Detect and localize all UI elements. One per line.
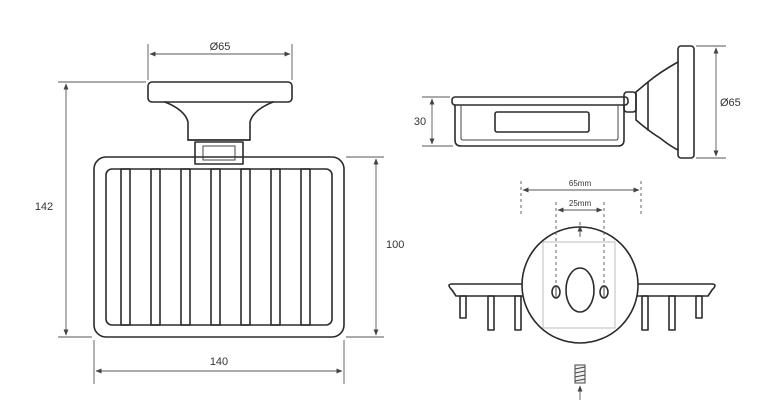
side-wall-plate xyxy=(677,45,695,159)
front-width-label: 140 xyxy=(210,356,228,368)
front-diameter-label: Ø65 xyxy=(210,41,231,53)
side-view: 30 Ø65 xyxy=(414,45,741,159)
dim-mount-spacing: 65mm xyxy=(520,179,642,214)
mount-inner-label: 25mm xyxy=(569,199,592,208)
mount-center-slot xyxy=(565,267,595,313)
dim-basket-height: 100 xyxy=(346,156,404,338)
side-clamp xyxy=(623,91,637,113)
mount-guide-box xyxy=(542,241,616,329)
front-basket-bars xyxy=(120,168,311,326)
dim-front-diameter: Ø65 xyxy=(147,41,293,80)
side-tray-body xyxy=(454,104,625,147)
front-clamp xyxy=(194,141,244,165)
side-depth-label: 30 xyxy=(414,116,426,128)
front-height-label: 142 xyxy=(35,201,53,213)
dim-front-width: 140 xyxy=(93,340,345,384)
front-wall-plate xyxy=(147,81,293,103)
front-bracket-neck xyxy=(164,101,274,141)
side-diameter-label: Ø65 xyxy=(720,97,741,109)
mount-spacing-label: 65mm xyxy=(569,179,592,188)
mount-tray-rail xyxy=(448,283,716,297)
mount-view: 65mm 25mm xyxy=(448,179,716,400)
mount-set-screw xyxy=(574,364,586,400)
side-tray-rim xyxy=(451,96,629,106)
dim-side-diameter: Ø65 xyxy=(696,45,741,159)
front-basket-outer xyxy=(93,156,345,338)
mount-round-plate xyxy=(521,226,639,344)
side-soap-rest xyxy=(494,111,590,133)
front-basket-inner xyxy=(105,168,333,326)
mount-tray-legs xyxy=(459,295,703,331)
front-view: Ø65 142 100 140 xyxy=(35,41,404,384)
dim-side-depth: 30 xyxy=(414,96,453,147)
dim-front-height: 142 xyxy=(35,81,146,338)
basket-height-label: 100 xyxy=(386,239,404,251)
side-bracket xyxy=(635,61,679,151)
dim-mount-inner: 25mm xyxy=(555,199,605,284)
